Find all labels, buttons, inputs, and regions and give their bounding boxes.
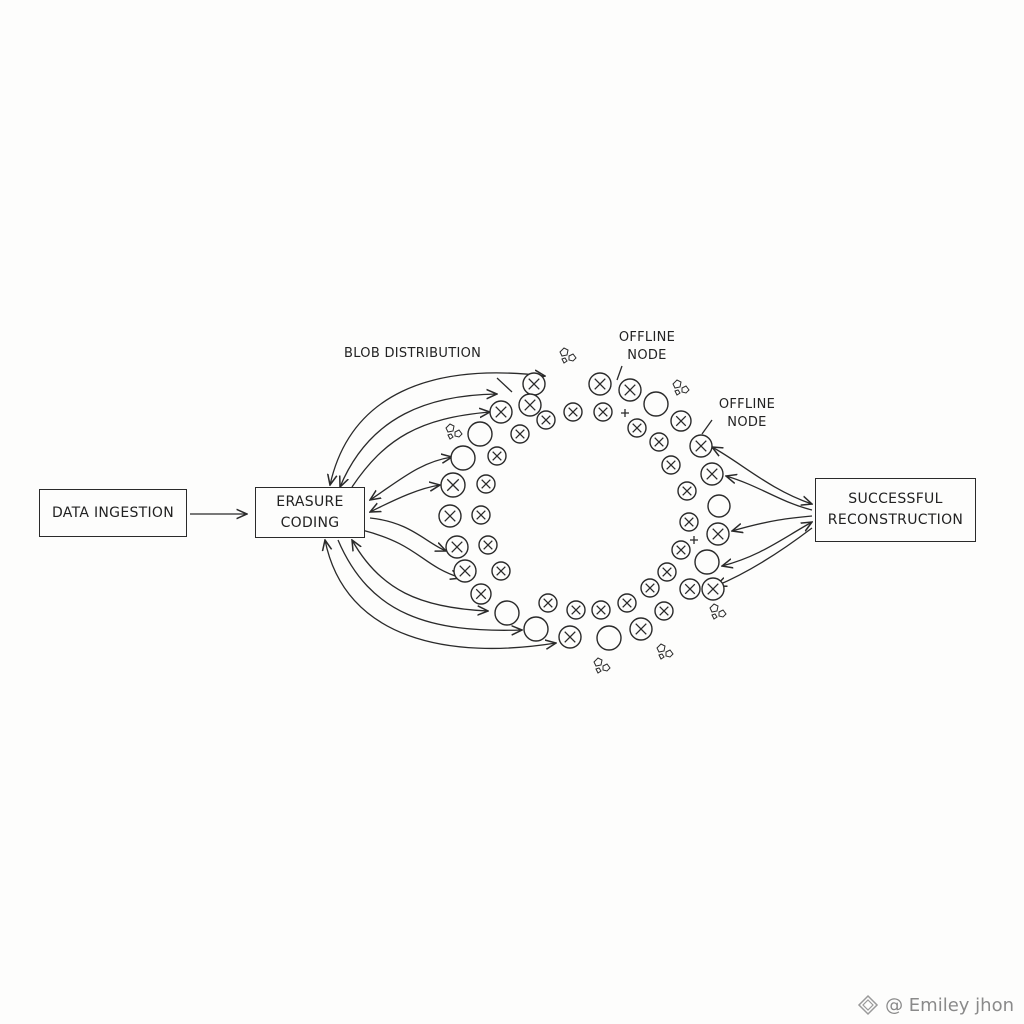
offline-cross-mark	[690, 536, 698, 544]
reconstruction-from-upper-arrow	[726, 476, 813, 511]
successful-label: SUCCESSFUL	[848, 491, 943, 507]
reconstruction-label: RECONSTRUCTION	[827, 512, 964, 528]
offline-node-icon	[522, 372, 546, 396]
offline-right-line1: OFFLINE	[718, 397, 776, 412]
storage-node-icon	[494, 600, 520, 626]
debris-fragments-icon	[672, 379, 690, 396]
offline-pointer-line-top	[616, 365, 623, 381]
storage-node-icon	[643, 391, 669, 417]
offline-node-icon	[489, 400, 513, 424]
reconstruction-from-top-arrow	[712, 447, 812, 504]
offline-top-line2: NODE	[627, 348, 667, 363]
offline-node-icon	[689, 434, 713, 458]
offline-node-icon	[700, 462, 724, 486]
offline-node-icon	[640, 578, 660, 598]
erasure-to-lower-node-arrow	[369, 517, 446, 551]
offline-node-icon	[518, 393, 542, 417]
offline-node-icon	[679, 512, 699, 532]
offline-node-icon	[677, 481, 697, 501]
storage-node-icon	[694, 549, 720, 575]
offline-node-icon	[470, 583, 492, 605]
reconstruction-from-lower-arrow	[722, 522, 812, 566]
erasure-label: ERASURE	[276, 493, 344, 510]
offline-node-icon	[649, 432, 669, 452]
data-ingestion-box: DATA INGESTION	[39, 489, 187, 537]
offline-node-icon	[629, 617, 653, 641]
debris-fragments-icon	[656, 643, 674, 660]
offline-node-icon	[706, 522, 730, 546]
erasure-to-upper-node-arrow	[351, 412, 490, 488]
offline-node-icon	[679, 578, 701, 600]
debris-fragments-icon	[445, 423, 463, 440]
diamond-logo-icon	[858, 994, 879, 1016]
offline-node-icon	[591, 600, 611, 620]
offline-node-icon	[487, 446, 507, 466]
storage-node-icon	[523, 616, 549, 642]
offline-node-icon	[476, 474, 496, 494]
storage-node-icon	[707, 494, 731, 518]
offline-right-line2: NODE	[727, 415, 767, 430]
erasure-to-mid-node-arrow	[370, 485, 440, 512]
offline-node-icon	[558, 625, 582, 649]
watermark: @ Emiley jhon	[857, 994, 1014, 1016]
offline-node-icon	[618, 378, 642, 402]
offline-node-icon	[536, 410, 556, 430]
offline-node-icon	[661, 455, 681, 475]
coding-label: CODING	[280, 514, 340, 531]
watermark-text: @ Emiley jhon	[885, 994, 1014, 1016]
erasure-to-bottom-end-arrow	[325, 540, 556, 648]
offline-top-line1: OFFLINE	[618, 330, 676, 345]
offline-node-label-top: OFFLINE NODE	[612, 329, 682, 365]
offline-node-icon	[657, 562, 677, 582]
erasure-to-upper-arc-arrow	[340, 394, 497, 487]
offline-node-icon	[593, 402, 613, 422]
offline-node-icon	[538, 593, 558, 613]
offline-node-icon	[671, 540, 691, 560]
offline-node-icon	[471, 505, 491, 525]
offline-node-icon	[654, 601, 674, 621]
offline-node-icon	[588, 372, 612, 396]
offline-node-icon	[670, 410, 692, 432]
offline-node-icon	[701, 577, 725, 601]
data-ingestion-label: DATA INGESTION	[51, 504, 175, 521]
offline-node-label-right: OFFLINE NODE	[712, 396, 782, 432]
erasure-to-lower-left-arrow	[361, 529, 461, 578]
erasure-coding-box: ERASURE CODING	[255, 487, 365, 538]
offline-node-icon	[453, 559, 477, 583]
offline-node-icon	[445, 535, 469, 559]
offline-node-icon	[491, 561, 511, 581]
blob-distribution-label: BLOB DISTRIBUTION	[344, 346, 482, 361]
debris-fragments-icon	[709, 603, 727, 620]
storage-node-icon	[596, 625, 622, 651]
offline-node-icon	[566, 600, 586, 620]
offline-node-icon	[617, 593, 637, 613]
offline-cross-mark	[621, 409, 629, 417]
offline-pointer-line-right	[701, 419, 713, 435]
debris-fragments-icon	[559, 347, 577, 364]
offline-node-icon	[478, 535, 498, 555]
erasure-to-bottom-node-arrow	[337, 539, 522, 630]
blob-pointer-line	[496, 377, 513, 393]
offline-node-icon	[510, 424, 530, 444]
reconstruction-from-bottom-arrow	[716, 527, 813, 586]
offline-node-icon	[627, 418, 647, 438]
offline-node-icon	[563, 402, 583, 422]
storage-node-icon	[450, 445, 476, 471]
debris-fragments-icon	[593, 657, 611, 674]
storage-node-icon	[467, 421, 493, 447]
offline-node-icon	[440, 472, 466, 498]
offline-node-icon	[438, 504, 462, 528]
successful-reconstruction-box: SUCCESSFUL RECONSTRUCTION	[815, 478, 976, 542]
